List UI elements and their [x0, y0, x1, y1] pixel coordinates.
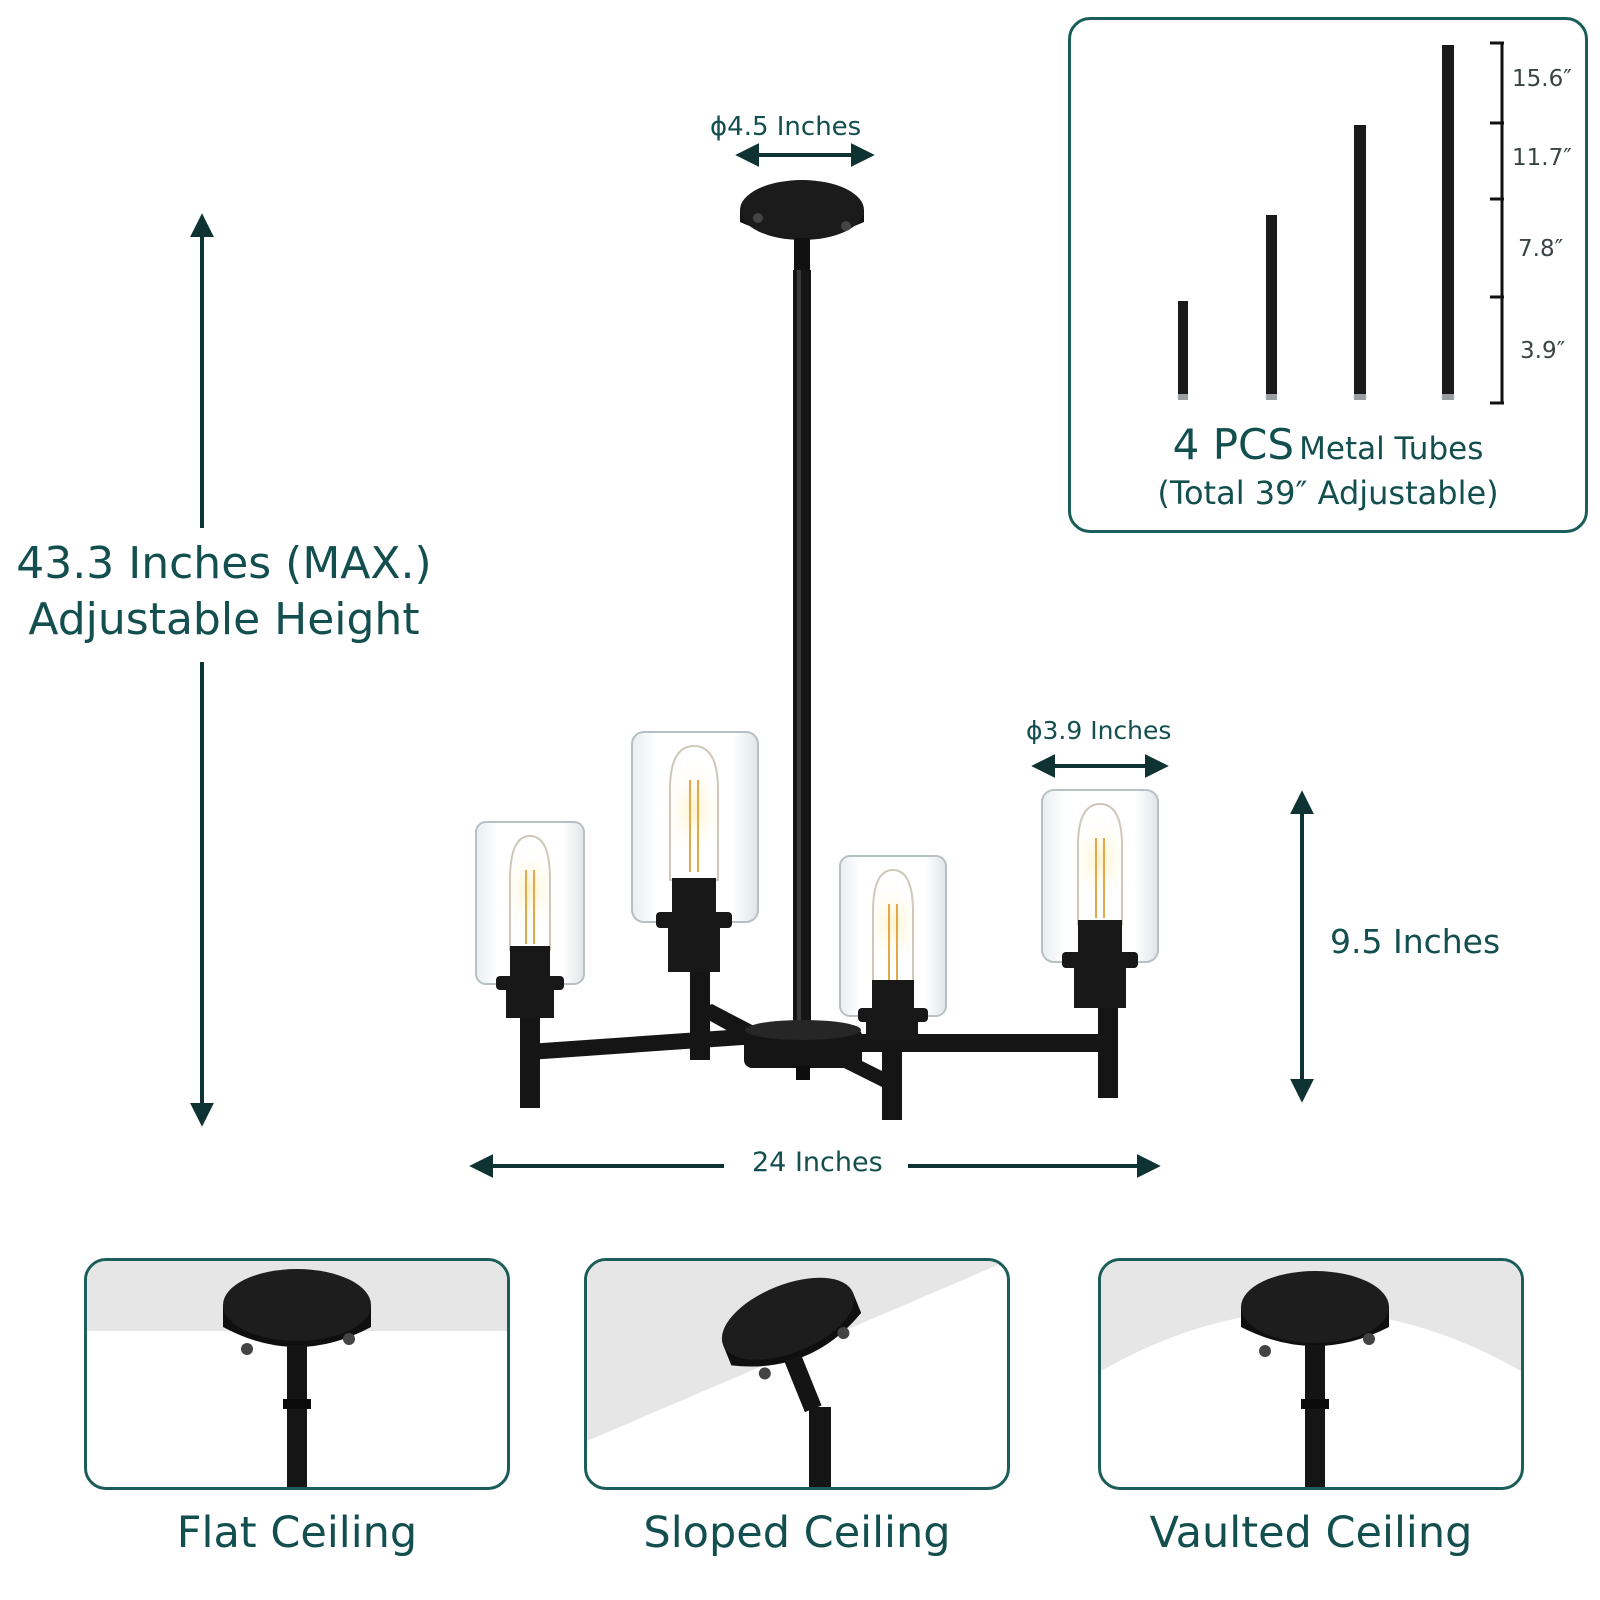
length-bracket: [1490, 41, 1504, 405]
arms: [520, 968, 1118, 1120]
tube-7-8: [1266, 215, 1277, 400]
tubes-note: (Total 39″ Adjustable): [1157, 474, 1499, 512]
tube-length-2: 11.7″: [1512, 145, 1572, 171]
metal-tubes-illustration: [1178, 41, 1504, 405]
fixture-height-label: 9.5 Inches: [1330, 922, 1501, 961]
vaulted-ceiling-panel: [1098, 1258, 1524, 1490]
tube-length-4: 3.9″: [1520, 338, 1566, 364]
tubes: [1178, 45, 1454, 400]
downrod: [793, 270, 811, 1040]
metal-tubes-panel: [1068, 17, 1588, 533]
flat-ceiling-panel: [84, 1258, 510, 1490]
fixture-width-label: 24 Inches: [752, 1147, 883, 1178]
tube-length-1: 15.6″: [1512, 66, 1572, 92]
height-note-text: Adjustable Height: [28, 594, 420, 645]
tube-length-3: 7.8″: [1518, 236, 1564, 262]
canopy: [740, 180, 864, 272]
lamp-4: [1041, 789, 1159, 1008]
tube-11-7: [1354, 125, 1366, 400]
vaulted-ceiling-canopy: [1241, 1271, 1389, 1487]
tubes-name: Metal Tubes: [1299, 431, 1484, 467]
lamp-3: [839, 855, 947, 1040]
vaulted-ceiling-label: Vaulted Ceiling: [1149, 1508, 1473, 1558]
tube-15-6: [1442, 45, 1454, 400]
flat-ceiling-label: Flat Ceiling: [176, 1508, 418, 1558]
tubes-quantity: 4 PCS: [1172, 420, 1295, 469]
shade-diameter-label: ϕ3.9 Inches: [1026, 716, 1172, 745]
sloped-ceiling-canopy: [721, 1277, 862, 1380]
tube-3-9: [1178, 301, 1188, 400]
canopy-diameter-label: ϕ4.5 Inches: [710, 112, 862, 142]
height-label: 43.3 Inches (MAX.) Adjustable Height: [14, 536, 434, 648]
sloped-ceiling-label: Sloped Ceiling: [643, 1508, 951, 1558]
sloped-ceiling-panel: [584, 1258, 1010, 1490]
flat-ceiling-canopy: [223, 1269, 371, 1487]
max-height-text: 43.3 Inches (MAX.): [16, 538, 432, 589]
lamp-2: [631, 731, 759, 972]
lamp-1: [475, 821, 585, 1018]
tubes-title: 4 PCS Metal Tubes: [1068, 420, 1588, 469]
